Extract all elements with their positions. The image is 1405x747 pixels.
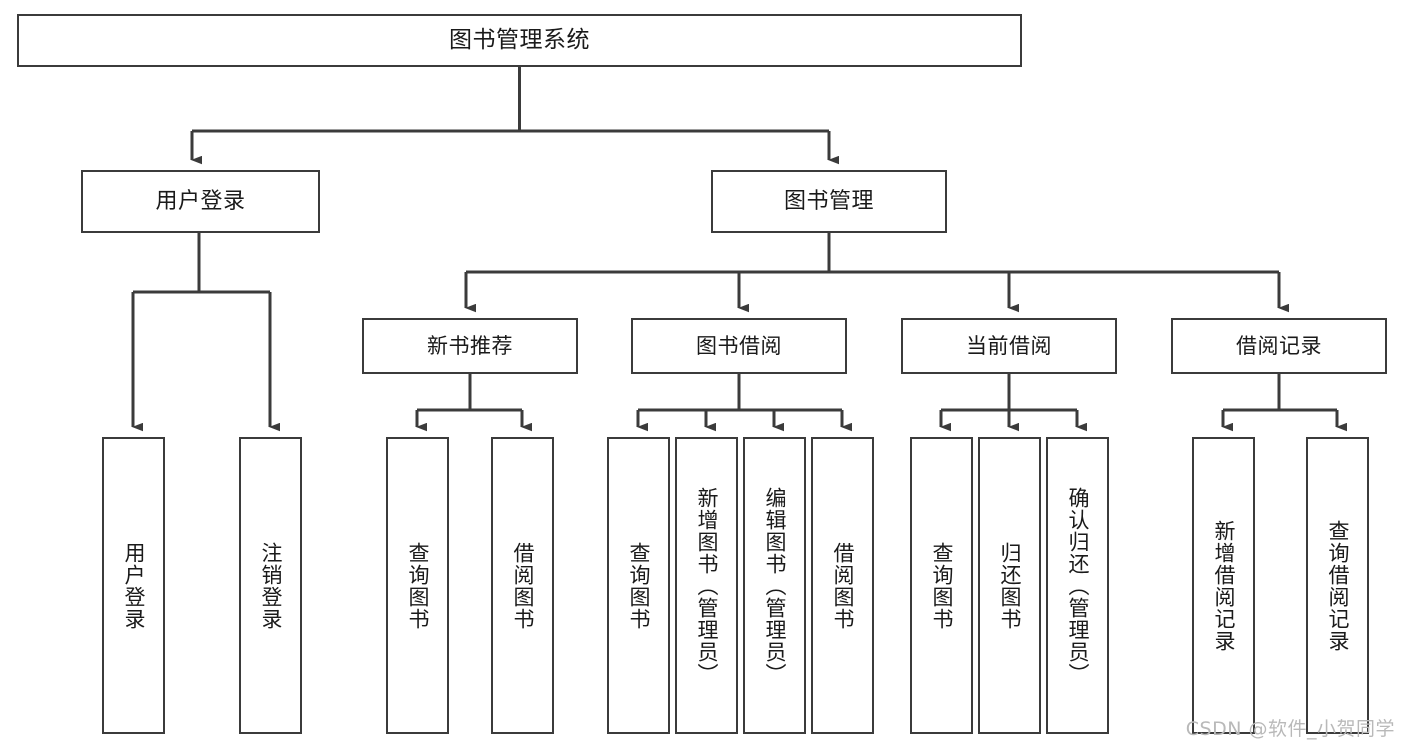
node-label: 新增借阅记录 [1212,519,1237,652]
node-label: 查询图书 [406,541,431,630]
node-book-borrow[interactable]: 图书借阅 [631,318,847,374]
node-label: 确认归还（管理员） [1066,486,1091,685]
node-label: 注销登录 [259,541,284,630]
node-label: 查询借阅记录 [1326,519,1351,652]
node-label: 归还图书 [998,541,1023,630]
node-leaf-edit-book[interactable]: 编辑图书（管理员） [743,437,806,734]
node-label: 查询图书 [627,541,652,630]
node-label: 借阅图书 [831,541,856,630]
node-leaf-return-book[interactable]: 归还图书 [978,437,1041,734]
node-label: 用户登录 [122,541,147,630]
node-label: 图书借阅 [696,333,782,358]
node-leaf-borrow-book-2[interactable]: 借阅图书 [811,437,874,734]
node-leaf-query-record[interactable]: 查询借阅记录 [1306,437,1369,734]
node-label: 新增图书（管理员） [695,486,720,685]
node-label: 当前借阅 [966,333,1052,358]
node-current-borrow[interactable]: 当前借阅 [901,318,1117,374]
node-label: 编辑图书（管理员） [763,486,788,685]
node-label: 用户登录 [155,188,246,214]
node-new-book-recommend[interactable]: 新书推荐 [362,318,578,374]
node-label: 图书管理系统 [449,26,590,53]
node-book-manage[interactable]: 图书管理 [711,170,947,233]
node-label: 借阅记录 [1236,333,1322,358]
node-leaf-add-record[interactable]: 新增借阅记录 [1192,437,1255,734]
node-label: 新书推荐 [427,333,513,358]
node-label: 借阅图书 [511,541,536,630]
node-leaf-confirm-return[interactable]: 确认归还（管理员） [1046,437,1109,734]
node-leaf-query-book-3[interactable]: 查询图书 [910,437,973,734]
node-leaf-add-book[interactable]: 新增图书（管理员） [675,437,738,734]
node-leaf-query-book-2[interactable]: 查询图书 [607,437,670,734]
node-label: 图书管理 [783,188,874,214]
node-leaf-query-book-1[interactable]: 查询图书 [386,437,449,734]
node-root-system[interactable]: 图书管理系统 [17,14,1022,67]
node-borrow-record[interactable]: 借阅记录 [1171,318,1387,374]
node-leaf-user-login[interactable]: 用户登录 [102,437,165,734]
node-label: 查询图书 [930,541,955,630]
node-leaf-borrow-book-1[interactable]: 借阅图书 [491,437,554,734]
node-leaf-logout-login[interactable]: 注销登录 [239,437,302,734]
node-user-login[interactable]: 用户登录 [81,170,320,233]
